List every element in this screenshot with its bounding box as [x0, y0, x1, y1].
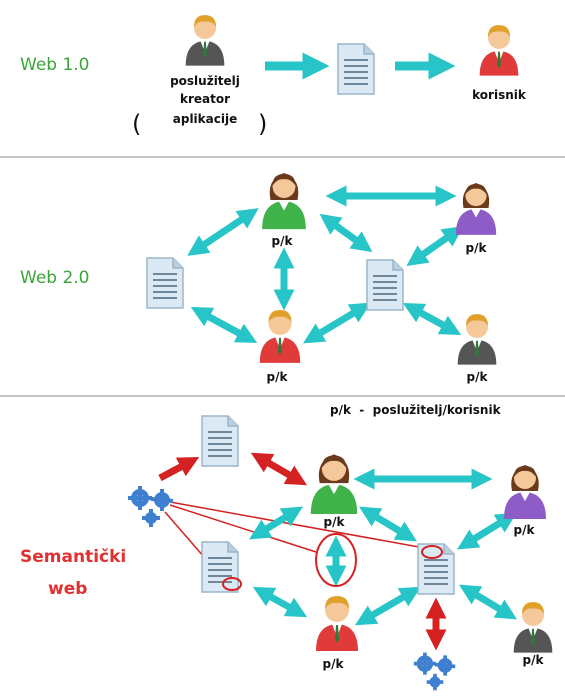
pk1-label: p/k	[272, 234, 294, 248]
server-label-2: kreator	[180, 92, 230, 106]
arrow-doc1-pk3	[190, 306, 258, 344]
arrow-pk1-doc1	[187, 208, 259, 256]
web2-section: Web 2.0 p/k p/k p/k p/k	[20, 173, 497, 384]
sem-pk2-label: p/k	[514, 523, 536, 537]
highlight-ellipse-doc1	[222, 577, 242, 591]
arrow-pk2-doc2	[457, 512, 517, 550]
legend-text: p/k - poslužitelj/korisnik	[330, 403, 502, 417]
document-icon-right	[416, 542, 456, 596]
web1-title: Web 1.0	[20, 55, 90, 75]
pk2-person-icon	[455, 183, 497, 235]
arrow-pk1-doc1	[249, 506, 303, 540]
document-icon-left	[200, 540, 240, 594]
relation-line-2	[169, 504, 317, 553]
paren-close: )	[258, 110, 267, 138]
sem-pk2-person-icon	[504, 465, 546, 519]
sem-pk1-label: p/k	[324, 515, 346, 529]
pk4-label: p/k	[467, 370, 489, 384]
arrow-pk2-doc2	[406, 225, 464, 267]
document-icon-1	[145, 256, 185, 310]
document-icon-2	[365, 258, 405, 312]
server-label-3: aplikacije	[173, 112, 237, 126]
semantic-section: p/k - poslužitelj/korisnik Semantički we…	[20, 403, 553, 692]
pk3-person-icon	[259, 310, 301, 363]
gears-icon-1	[126, 484, 175, 528]
paren-open: (	[132, 110, 141, 138]
user-person-icon	[479, 25, 519, 76]
pk1-person-icon	[262, 173, 306, 230]
pk4-person-icon	[457, 314, 497, 365]
pk2-label: p/k	[466, 241, 488, 255]
user-label: korisnik	[472, 88, 527, 102]
arrow-doc1-pk3	[252, 586, 308, 618]
sem-pk1-person-icon	[310, 454, 358, 514]
semantic-title-line1: Semantički	[20, 547, 126, 567]
highlight-ellipse-doc2	[421, 545, 443, 559]
arrow-pk3-doc2	[302, 302, 372, 344]
web2-title: Web 2.0	[20, 268, 90, 288]
server-label: poslužitelj	[170, 74, 240, 88]
gears-icon-2	[412, 650, 458, 692]
arrow-doc-pk1	[250, 452, 308, 486]
semantic-title-line2: web	[48, 579, 87, 599]
sem-pk4-label: p/k	[523, 653, 545, 667]
arrow-pk3-doc2	[354, 586, 422, 626]
arrow-pk1-doc2	[358, 506, 418, 542]
document-icon-top	[200, 414, 240, 468]
highlight-ellipse-arrow	[315, 533, 357, 587]
web1-section: Web 1.0 poslužitelj kreator ( aplikacije…	[20, 15, 527, 138]
sem-pk3-person-icon	[316, 596, 358, 651]
arrow-doc2-pk4	[402, 302, 462, 336]
arrow-doc2-pk4	[458, 584, 518, 620]
sem-pk4-person-icon	[513, 602, 553, 653]
arrow-gears-doc	[158, 457, 200, 482]
arrow-pk1-doc2	[319, 213, 373, 253]
document-icon	[336, 42, 376, 96]
pk3-label: p/k	[267, 370, 289, 384]
server-person-icon	[185, 15, 225, 66]
sem-pk3-label: p/k	[323, 657, 345, 671]
